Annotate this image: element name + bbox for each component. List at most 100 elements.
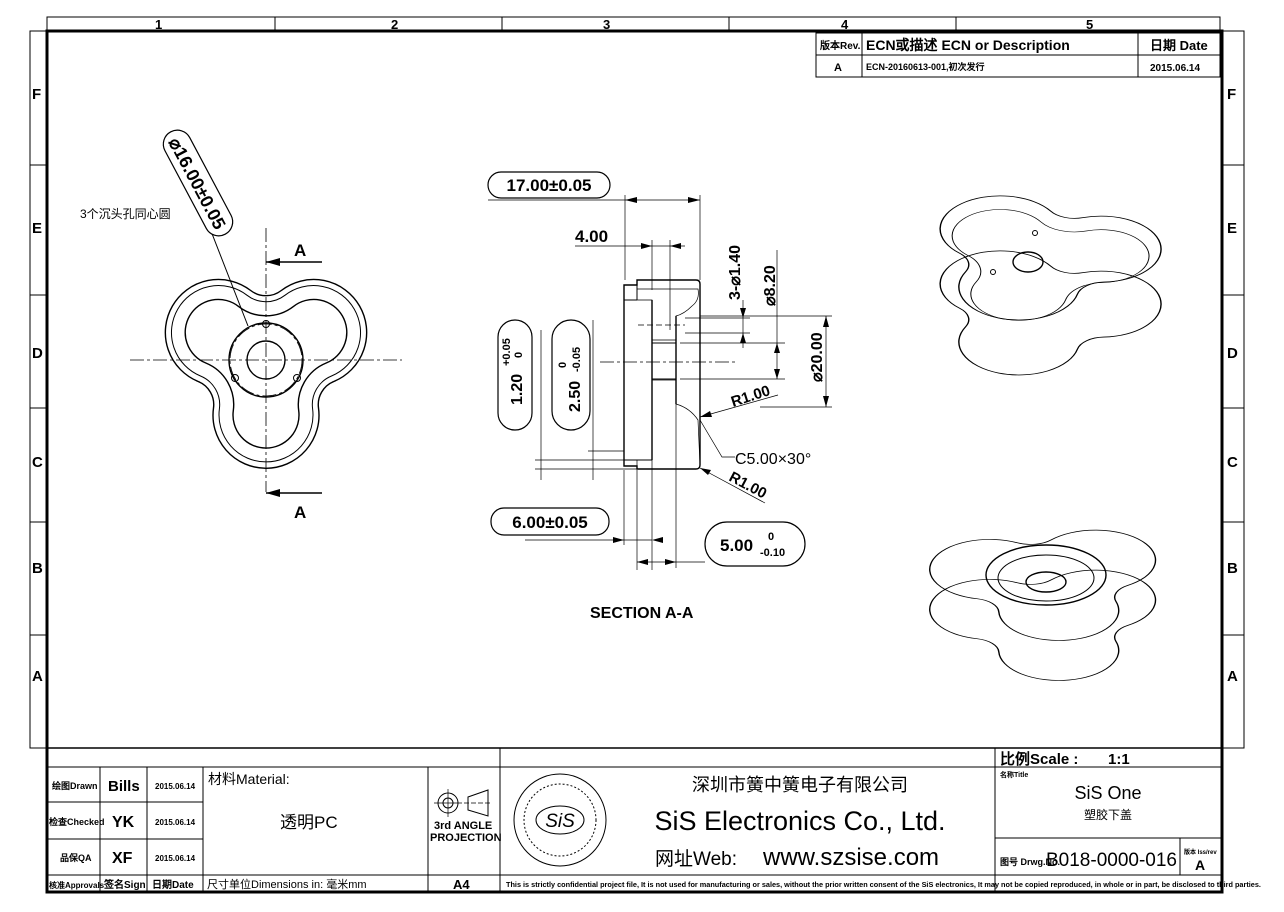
scale-value: 1:1 (1108, 751, 1130, 768)
date-header: 日期 Date (1150, 38, 1208, 53)
row-label: D (1227, 345, 1238, 362)
isometric-view-top (939, 195, 1162, 376)
dim-chamfer: C5.00×30° (699, 419, 811, 468)
row-label: D (32, 345, 43, 362)
svg-text:-0.05: -0.05 (571, 347, 583, 372)
svg-text:R1.00: R1.00 (726, 469, 769, 503)
svg-text:C5.00×30°: C5.00×30° (735, 451, 811, 468)
dimensions-label: 尺寸单位Dimensions in: 毫米mm (207, 877, 367, 891)
hatch-upper (636, 288, 699, 341)
svg-text:1.20: 1.20 (509, 374, 526, 405)
row-labels: F E D C B A F E D C B A (32, 86, 1238, 685)
rev-value: A (834, 62, 842, 74)
svg-text:+0.05: +0.05 (501, 338, 513, 366)
svg-text:R1.00: R1.00 (729, 382, 772, 411)
top-view: 3个沉头孔同心圆 A A ⌀16.00±0.05 (80, 129, 402, 522)
svg-text:A: A (294, 503, 306, 522)
rev-number: A (1195, 857, 1205, 873)
svg-text:17.00±0.05: 17.00±0.05 (507, 176, 592, 195)
row-label: E (1227, 220, 1237, 237)
dim-step: 4.00 (575, 227, 685, 330)
description-header: ECN或描述 ECN or Description (866, 37, 1070, 53)
drawing-frame (29, 16, 1245, 894)
svg-text:0: 0 (513, 352, 525, 358)
qa-name: XF (112, 850, 133, 867)
row-label: A (1227, 668, 1238, 685)
row-label: A (32, 668, 43, 685)
section-arrow-bottom: A (266, 489, 322, 522)
svg-text:3rd ANGLE: 3rd ANGLE (434, 820, 492, 832)
row-label: B (32, 560, 43, 577)
drawn-label: 绘图Drawn (52, 780, 98, 791)
pcd-dimension: ⌀16.00±0.05 (162, 129, 249, 327)
rev-date: 2015.06.14 (1150, 63, 1200, 74)
dim-radius-bottom: R1.00 (699, 467, 769, 504)
approvals-label: 核准Approvals (49, 880, 105, 890)
isometric-view-bottom (929, 529, 1157, 681)
column-labels: 1 2 3 4 5 (155, 17, 1093, 32)
date-label: 日期Date (152, 878, 194, 891)
section-view: 17.00±0.05 4.00 3-⌀1.40 ⌀8.20 (487, 171, 832, 622)
dim-d2000: ⌀20.00 (700, 315, 832, 408)
row-label: C (1227, 454, 1238, 471)
column-label: 5 (1086, 17, 1093, 32)
hole-note: 3个沉头孔同心圆 (80, 207, 171, 221)
dim-holes: 3-⌀1.40 (685, 245, 750, 348)
row-label: B (1227, 560, 1238, 577)
qa-date: 2015.06.14 (155, 854, 196, 863)
checked-date: 2015.06.14 (155, 818, 196, 827)
dim-thickness-250: 2.50 0 -0.05 (551, 319, 624, 480)
title-cn: 塑胶下盖 (1084, 807, 1132, 822)
rev-header: 版本Rev. (820, 39, 861, 52)
svg-text:2.50: 2.50 (567, 381, 584, 412)
svg-text:4.00: 4.00 (575, 227, 608, 246)
title-block: 绘图Drawn Bills 2015.06.14 检查Checked YK 20… (47, 747, 1261, 892)
material-value: 透明PC (280, 813, 338, 832)
svg-text:SiS: SiS (545, 811, 575, 832)
rev-label: 版本 Iss/rev (1183, 848, 1217, 856)
company-name-cn: 深圳市簧中簧电子有限公司 (692, 775, 908, 795)
web-url: www.szsise.com (762, 844, 939, 871)
row-label: F (32, 86, 41, 103)
drawn-name: Bills (108, 778, 140, 795)
confidential-notice: This is strictly confidential project fi… (506, 880, 1261, 889)
material-label: 材料Material: (208, 771, 290, 787)
svg-text:5.00: 5.00 (720, 536, 753, 555)
title-value: SiS One (1074, 783, 1141, 803)
sheet-size: A4 (453, 877, 470, 892)
drawing-number-label: 图号 Drwg.No. (1000, 857, 1060, 867)
svg-text:0: 0 (768, 531, 774, 543)
dim-thickness-120: 1.20 +0.05 0 (497, 319, 637, 480)
qa-label: 品保QA (60, 852, 92, 863)
svg-text:PROJECTION: PROJECTION (430, 832, 502, 844)
svg-text:6.00±0.05: 6.00±0.05 (512, 513, 588, 532)
column-label: 2 (391, 17, 398, 32)
company-name-en: SiS Electronics Co., Ltd. (654, 806, 945, 836)
dim-overall-width: 17.00±0.05 (487, 171, 701, 280)
row-label: C (32, 454, 43, 471)
checked-name: YK (112, 814, 135, 831)
revision-table: 版本Rev. ECN或描述 ECN or Description 日期 Date… (815, 32, 1221, 78)
svg-text:3-⌀1.40: 3-⌀1.40 (727, 245, 744, 300)
sign-label: 签名Sign (103, 878, 146, 891)
column-label: 4 (841, 17, 849, 32)
hatch-lower (636, 379, 701, 470)
column-label: 3 (603, 17, 610, 32)
svg-text:⌀8.20: ⌀8.20 (762, 265, 779, 306)
svg-text:-0.10: -0.10 (760, 547, 785, 559)
column-label: 1 (155, 17, 162, 32)
svg-text:A: A (294, 241, 306, 260)
section-arrow-top: A (266, 241, 322, 266)
drawn-date: 2015.06.14 (155, 782, 196, 791)
row-label: E (32, 220, 42, 237)
checked-label: 检查Checked (49, 816, 105, 827)
svg-text:0: 0 (557, 362, 569, 368)
company-logo: SiS (513, 773, 607, 867)
web-label: 网址Web: (655, 848, 737, 870)
third-angle-projection-symbol: 3rd ANGLE PROJECTION (430, 789, 502, 844)
section-title: SECTION A-A (590, 605, 694, 622)
drawing-number: B018-0000-016 (1046, 850, 1177, 871)
dim-radius-top: R1.00 (699, 382, 779, 418)
svg-text:⌀20.00: ⌀20.00 (809, 332, 826, 382)
